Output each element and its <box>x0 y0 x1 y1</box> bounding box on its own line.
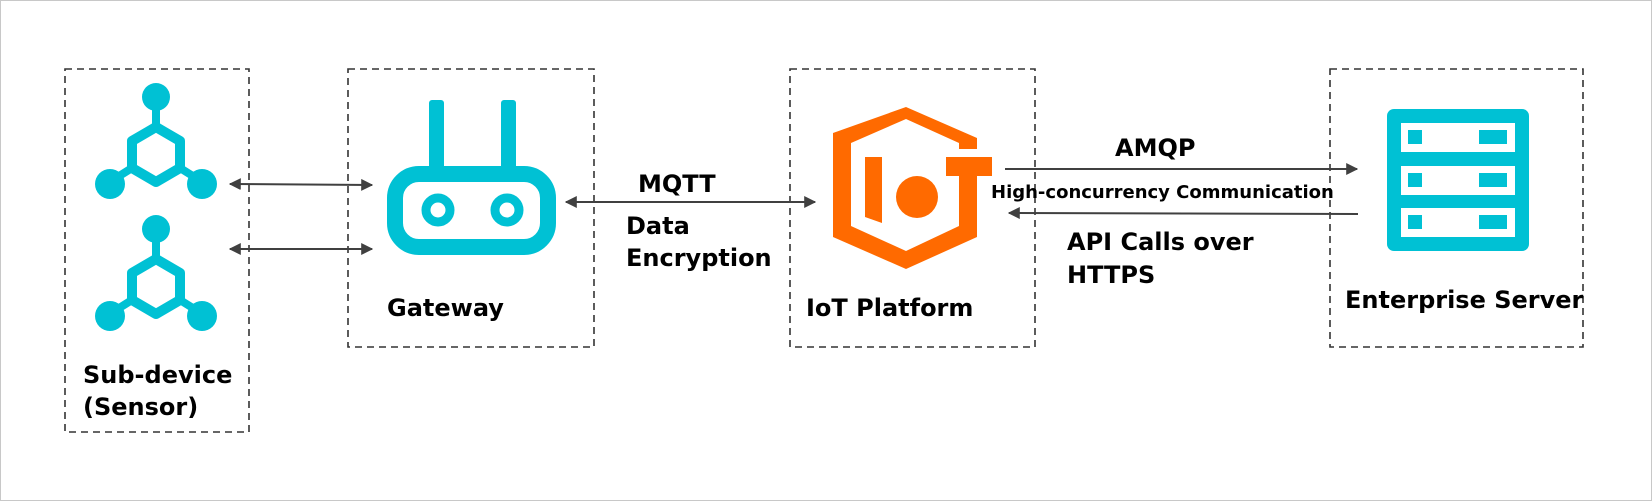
sensor-hub-icon <box>95 83 217 199</box>
iot-platform-box <box>789 68 1036 348</box>
sensor-hub-icon <box>95 215 217 331</box>
subdevice-label-sub: (Sensor) <box>83 393 198 421</box>
iot-platform-logo-icon <box>833 107 992 269</box>
https-arrow <box>1007 207 1359 220</box>
mqtt-label: MQTT <box>638 170 716 198</box>
data-encryption-label: Data <box>626 212 690 240</box>
data-encryption-label-2: Encryption <box>626 244 772 272</box>
api-calls-label-2: HTTPS <box>1067 261 1155 289</box>
subdevice-label: Sub-device <box>83 361 232 389</box>
gateway-box <box>347 68 595 348</box>
gateway-router-icon <box>387 100 556 255</box>
enterprise-server-box <box>1329 68 1584 348</box>
iot-platform-label: IoT Platform <box>806 294 973 322</box>
api-calls-label: API Calls over <box>1067 228 1254 256</box>
subdevice-gateway-arrow-1 <box>228 178 374 191</box>
server-rack-icon <box>1387 109 1529 251</box>
amqp-label: AMQP <box>1115 134 1195 162</box>
high-concurrency-label: High-concurrency Communication <box>991 182 1334 203</box>
enterprise-server-label: Enterprise Server <box>1345 286 1584 314</box>
gateway-label: Gateway <box>387 294 504 322</box>
